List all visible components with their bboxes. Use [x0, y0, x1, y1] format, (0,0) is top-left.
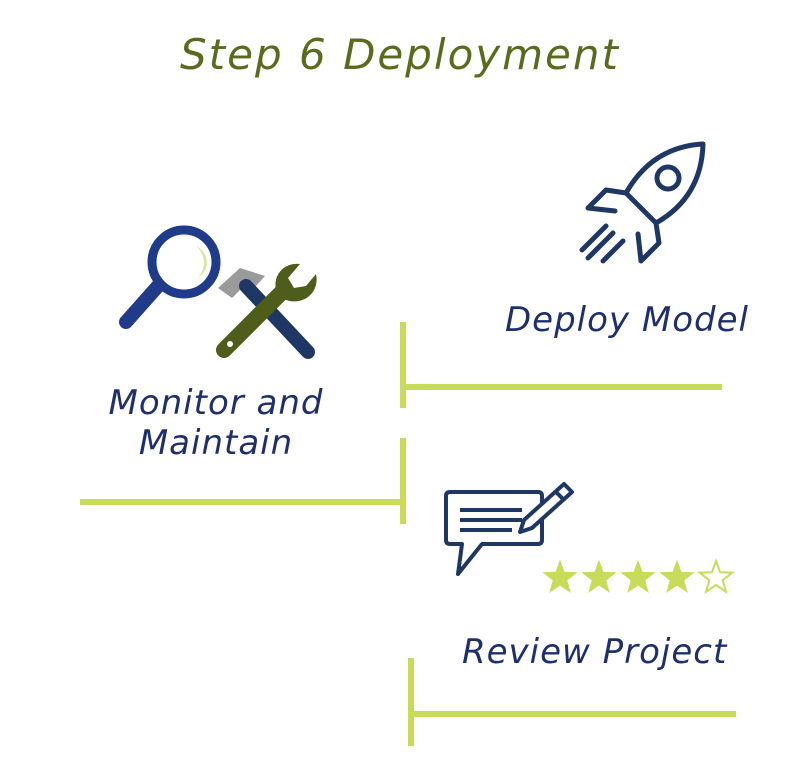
monitor-maintain-line2: Maintain: [138, 423, 294, 463]
magnifier-icon: [119, 225, 221, 329]
deploy-vertical-rule: [400, 322, 406, 408]
hammer-icon: [218, 268, 315, 359]
star-rating: [542, 558, 735, 595]
star-filled-icon: [659, 559, 695, 593]
page-title: Step 6 Deployment: [180, 30, 620, 79]
review-vertical-rule: [408, 658, 414, 746]
monitor-maintain-label: Monitor and Maintain: [106, 383, 326, 463]
star-filled-icon: [581, 559, 617, 593]
rocket-icon: [579, 141, 706, 264]
star-filled-icon: [620, 559, 656, 593]
wrench-icon: [216, 263, 317, 358]
deploy-model-label: Deploy Model: [505, 300, 749, 340]
deploy-horizontal-rule: [400, 384, 722, 390]
star-empty-icon: [697, 558, 735, 595]
speech-bubble-pencil-icon: [444, 482, 574, 576]
monitor-vertical-rule: [400, 438, 406, 524]
star-filled-icon: [542, 559, 578, 593]
monitor-horizontal-rule: [80, 499, 406, 505]
review-project-label: Review Project: [462, 632, 728, 672]
review-horizontal-rule: [408, 711, 736, 717]
monitor-maintain-line1: Monitor and: [108, 383, 324, 423]
